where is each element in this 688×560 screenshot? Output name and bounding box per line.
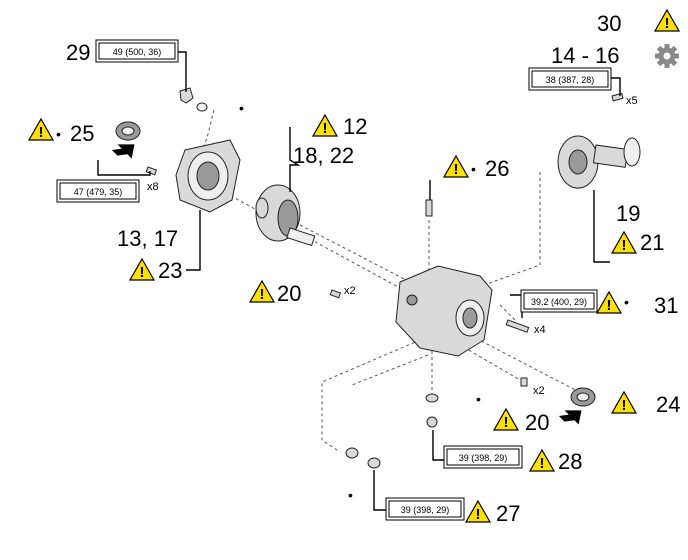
press-arrow-icon	[111, 144, 135, 159]
torque-box-19: 38 (387, 28)	[528, 67, 612, 91]
quantity-label: x2	[533, 385, 545, 397]
callout-number: 23	[158, 258, 182, 283]
carrier-cover	[175, 139, 241, 213]
caution-triangle-icon	[28, 118, 54, 142]
ring-gear-differential	[255, 184, 316, 247]
caution-triangle-icon	[465, 500, 491, 524]
caution-triangle-icon	[529, 449, 555, 473]
callout-number: 25	[70, 121, 94, 146]
bullet-31: •	[624, 294, 629, 310]
bullet-26: •	[471, 161, 476, 177]
small-parts	[115, 87, 624, 469]
torque-value: 47 (479, 35)	[74, 187, 123, 197]
caution-triangle-icon	[443, 155, 469, 179]
callout-number: 27	[496, 501, 520, 526]
torque-value: 39 (398, 29)	[401, 505, 450, 515]
quantity-label: x5	[626, 95, 638, 107]
callout-number: 21	[640, 230, 664, 255]
callout-number: 12	[343, 114, 367, 139]
assembly-lines	[199, 109, 586, 453]
callout-number: 28	[558, 449, 582, 474]
caution-triangle-icon	[312, 114, 338, 138]
caution-triangle-icon	[249, 280, 275, 304]
caution-triangle-icon	[654, 9, 680, 33]
callout-number: 29	[66, 40, 90, 65]
torque-box-31: 39.2 (400, 29)	[520, 289, 598, 313]
caution-triangle-icon	[611, 231, 637, 255]
press-arrow-icon	[558, 410, 582, 425]
callout-number: 20	[277, 281, 301, 306]
caution-triangle-icon	[596, 291, 622, 315]
quantity-label: x2	[344, 285, 356, 297]
differential-carrier-housing	[395, 265, 493, 357]
callout-number: 30	[597, 11, 621, 36]
torque-box-27: 39 (398, 29)	[385, 497, 465, 521]
quantity-label: x4	[534, 324, 546, 336]
caution-triangle-icon	[129, 258, 155, 282]
companion-flange-assembly	[557, 135, 641, 189]
bullet-20b: •	[476, 391, 481, 407]
callout-number: 31	[654, 293, 678, 318]
callout-number: 14 - 16	[551, 43, 620, 68]
torque-value: 49 (500, 36)	[113, 47, 162, 57]
quantity-label: x8	[147, 181, 159, 193]
torque-value: 39 (398, 29)	[459, 453, 508, 463]
bullet-27: •	[348, 487, 353, 503]
torque-box-29: 49 (500, 36)	[95, 39, 179, 63]
callout-number: 24	[656, 392, 680, 417]
callout-number: 18, 22	[293, 143, 354, 168]
bullet-25: •	[56, 126, 61, 142]
bullet-29: •	[239, 100, 244, 116]
callout-number: 20	[525, 410, 549, 435]
torque-box-25: 47 (479, 35)	[56, 179, 140, 203]
torque-value: 39.2 (400, 29)	[531, 297, 587, 307]
torque-value: 38 (387, 28)	[546, 75, 595, 85]
callout-number: 13, 17	[117, 226, 178, 251]
torque-box-28: 39 (398, 29)	[443, 445, 523, 469]
caution-triangle-icon	[493, 408, 519, 432]
callout-number: 19	[616, 201, 640, 226]
callout-number: 26	[485, 156, 509, 181]
gear-icon	[655, 44, 679, 68]
